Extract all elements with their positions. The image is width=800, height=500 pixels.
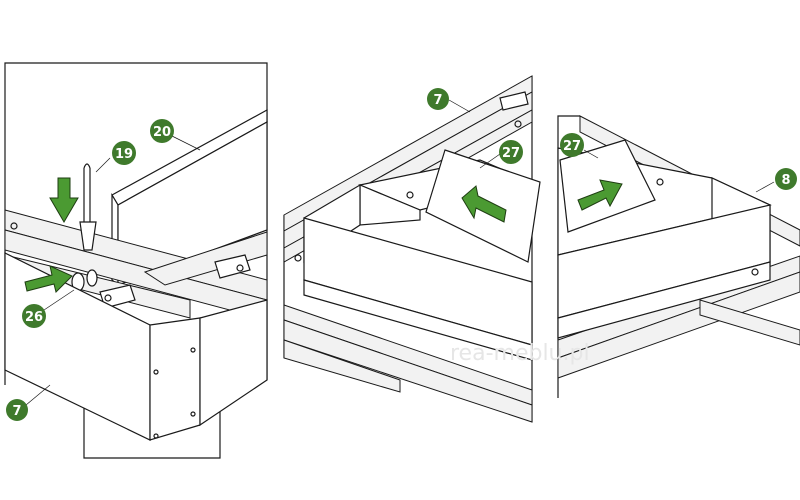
screw-m1 xyxy=(514,120,522,128)
screw-r1 xyxy=(751,268,759,276)
hole-1 xyxy=(10,222,18,230)
arrow-right-icon-2 xyxy=(577,179,623,211)
callout-circle xyxy=(112,141,136,165)
leader-7-left xyxy=(25,384,51,406)
tray-lip xyxy=(303,279,533,361)
callout-8: 8 xyxy=(775,168,797,190)
rail-r4 xyxy=(699,299,800,346)
rail-r3 xyxy=(557,271,800,379)
callout-7-middle: 7 xyxy=(427,88,449,110)
callout-label: 20 xyxy=(153,125,171,140)
callout-circle xyxy=(775,168,797,190)
leader-19 xyxy=(95,157,111,173)
arrow-right-icon xyxy=(24,265,73,293)
panel-left xyxy=(4,62,268,459)
callout-circle xyxy=(499,140,523,164)
watermark: rea-meblu.pl xyxy=(450,341,590,366)
box-bolt-3 xyxy=(190,347,196,353)
callout-label: 27 xyxy=(502,146,520,161)
leader-8 xyxy=(755,181,775,193)
box-bolt-1 xyxy=(153,369,159,375)
arrow-down-icon xyxy=(49,177,79,223)
callout-label: 7 xyxy=(433,93,442,108)
callout-label: 26 xyxy=(25,310,43,325)
key-19 xyxy=(83,163,91,222)
arrow-left-icon xyxy=(461,185,507,223)
box-side xyxy=(149,317,201,441)
leader-20 xyxy=(171,135,201,151)
leader-7-middle xyxy=(448,99,471,113)
callout-7-left: 7 xyxy=(6,399,28,421)
panel-middle xyxy=(283,75,541,423)
key-19-head xyxy=(79,221,97,251)
pin-26-cap xyxy=(86,269,98,287)
rail-back xyxy=(143,231,268,286)
callout-circle xyxy=(22,304,46,328)
callout-circle xyxy=(150,119,174,143)
callout-label: 8 xyxy=(781,173,790,188)
box-side-right xyxy=(199,299,268,427)
box-bolt-4 xyxy=(190,411,196,417)
rail-clip-1 xyxy=(214,254,251,279)
screw-1 xyxy=(236,264,244,272)
callout-20: 20 xyxy=(150,119,174,143)
callout-label: 7 xyxy=(12,404,21,419)
box-bolt-2 xyxy=(153,433,159,439)
rail-clip-m1 xyxy=(499,91,529,111)
callout-27-right: 27 xyxy=(560,133,584,157)
callout-19: 19 xyxy=(112,141,136,165)
callout-26: 26 xyxy=(22,304,46,328)
leader-27-right xyxy=(583,149,599,159)
callout-label: 19 xyxy=(115,147,133,162)
callout-label: 27 xyxy=(563,139,581,154)
screw-m2 xyxy=(294,254,302,262)
bolt-m3 xyxy=(406,191,414,199)
leader-27-middle xyxy=(479,153,501,169)
callout-circle xyxy=(427,88,449,110)
tray-r-lip xyxy=(557,261,771,339)
leader-26 xyxy=(43,289,75,311)
rail-bottom-3 xyxy=(283,339,401,393)
callout-27-middle: 27 xyxy=(499,140,523,164)
panel-right xyxy=(557,115,800,398)
screw-2 xyxy=(104,294,112,302)
bolt-r1 xyxy=(656,178,664,186)
callout-circle xyxy=(6,399,28,421)
rail-bottom-2 xyxy=(283,319,533,423)
callout-circle xyxy=(560,133,584,157)
